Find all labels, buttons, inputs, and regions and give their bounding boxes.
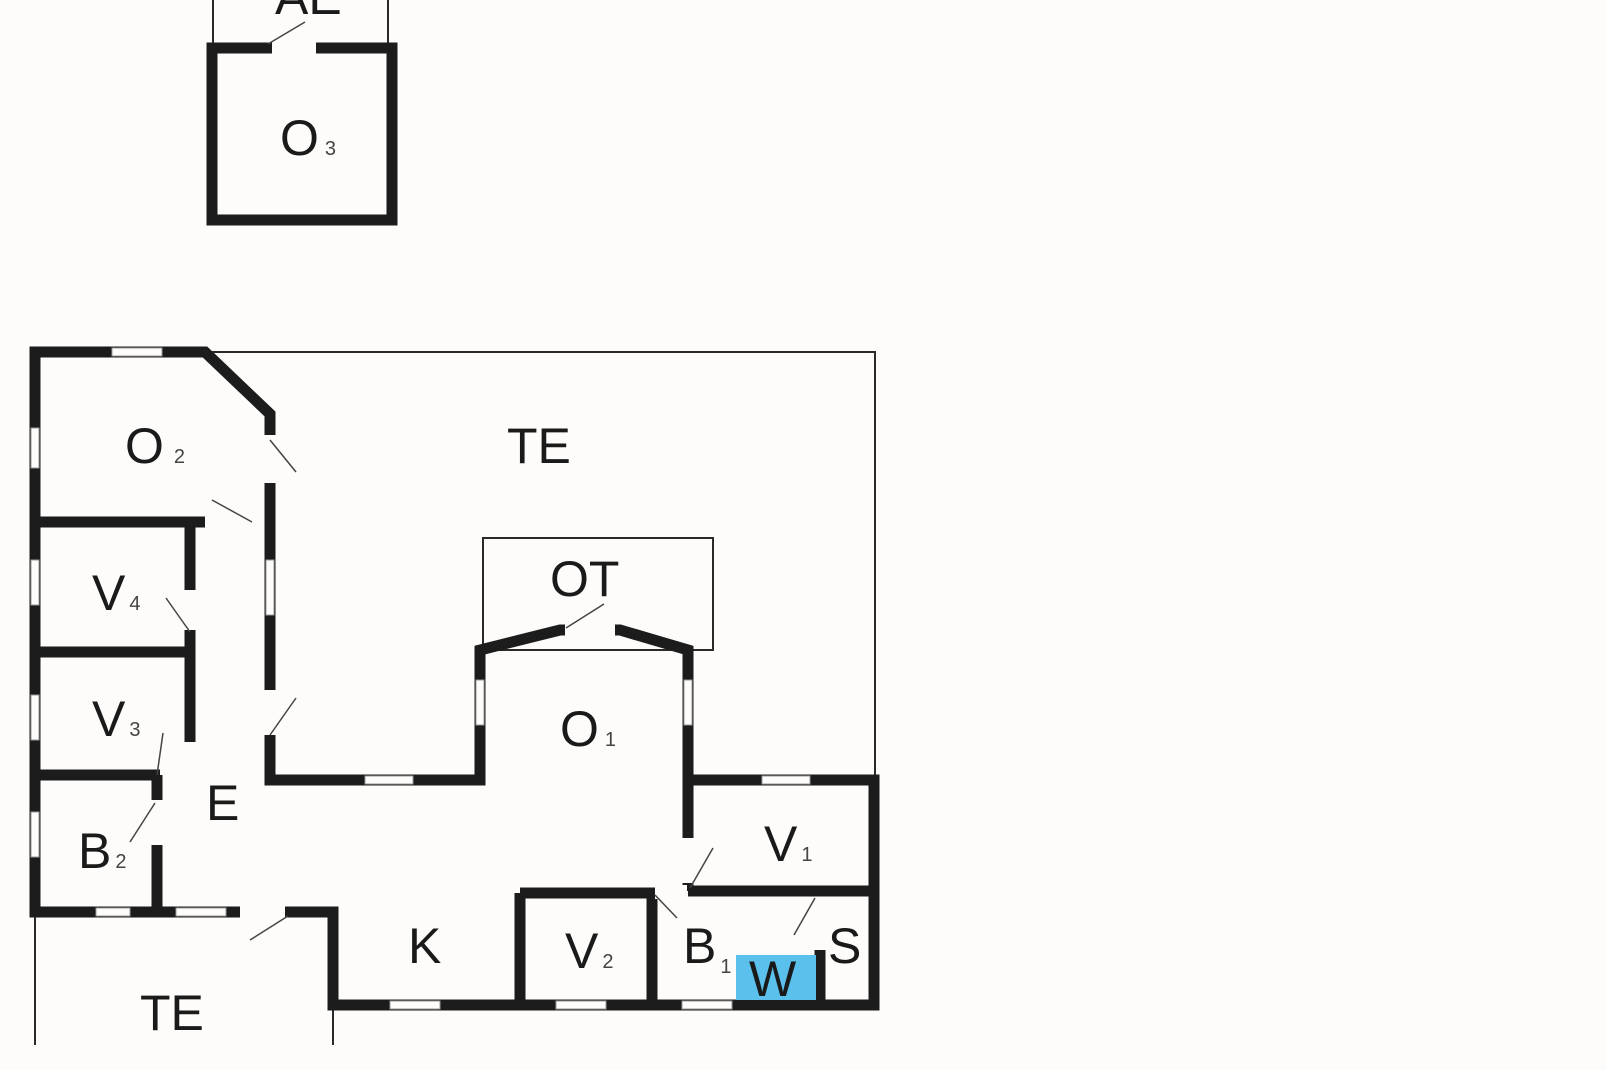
- terrace-outlines: [34, 351, 876, 1045]
- door-swings: [129, 439, 816, 941]
- room-label-e: E: [206, 775, 239, 831]
- room-label-te-bottom: TE: [140, 985, 204, 1041]
- room-label-ot: OT: [550, 551, 619, 607]
- windows: [30, 347, 826, 1010]
- room-labels: AE O3 TE O2 V4 V3 B2 E K OT O1 V1 V2 B1 …: [78, 0, 861, 1041]
- ot-outline: [482, 537, 714, 651]
- room-label-te-top: TE: [507, 418, 571, 474]
- room-label-ae: AE: [275, 0, 342, 25]
- room-label-w: W: [749, 951, 797, 1007]
- w-highlight: [736, 955, 816, 1000]
- annex: [206, 0, 398, 226]
- door-o3: [272, 42, 316, 54]
- room-label-s: S: [828, 918, 861, 974]
- room-label-k: K: [408, 918, 441, 974]
